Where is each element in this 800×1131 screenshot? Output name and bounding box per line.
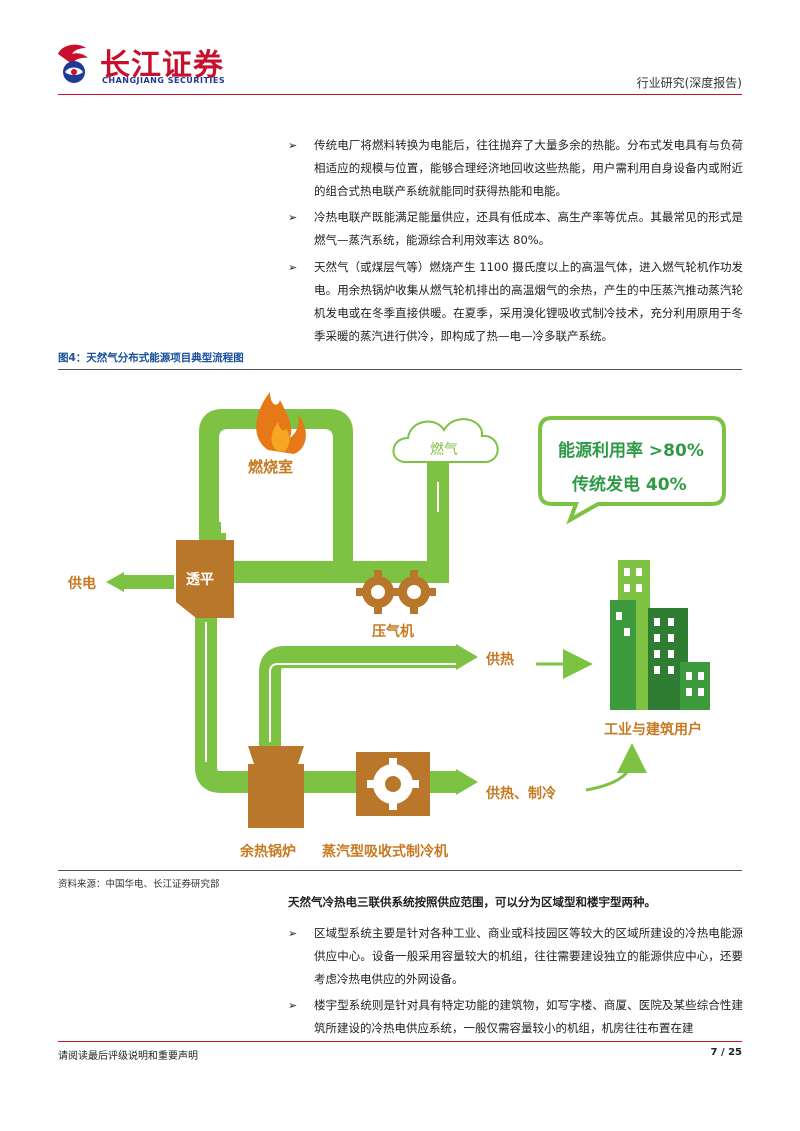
- flow-diagram: 燃烧室 燃气 能源利用率 >80% 传统发电 40% 透平 供电 压气机 供热: [67, 392, 726, 860]
- bullet-item: ➢ 楼宇型系统则是针对具有特定功能的建筑物，如写字楼、商厦、医院及某些综合性建筑所…: [288, 994, 743, 1040]
- bullet-arrow-icon: ➢: [288, 139, 298, 152]
- compressor-gear-icon: [356, 570, 436, 614]
- heat-pipe-inner: [269, 663, 456, 742]
- figure-caption: 图4：天然气分布式能源项目典型流程图: [58, 352, 244, 364]
- bullet-text: 天然气（或煤层气等）燃烧产生 1100 摄氏度以上的高温气体，进入燃气轮机作功发…: [314, 260, 743, 343]
- efficiency-bubble: [538, 416, 726, 525]
- heat-arrow-head: [456, 644, 478, 670]
- flame-icon: [256, 392, 306, 454]
- bullet-arrow-icon: ➢: [288, 261, 298, 274]
- label-compressor: 压气机: [372, 623, 414, 640]
- boiler-block: [248, 746, 304, 828]
- gas-pipe: [378, 444, 449, 583]
- bullet-text: 区域型系统主要是针对各种工业、商业或科技园区等较大的区域所建设的冷热电能源供应中…: [314, 926, 743, 986]
- buildings-icon: [610, 560, 710, 710]
- bullet-item: ➢ 传统电厂将燃料转换为电能后，往往抛弃了大量多余的热能。分布式发电具有与负荷相适…: [288, 134, 743, 203]
- page-number: 7 / 25: [710, 1047, 743, 1058]
- logo-chinese-text: 长江证券: [100, 48, 224, 83]
- section-lead: 天然气冷热电三联供系统按照供应范围，可以分为区域型和楼宇型两种。: [288, 895, 656, 909]
- bullet-text: 传统电厂将燃料转换为电能后，往往抛弃了大量多余的热能。分布式发电具有与负荷相适应…: [314, 138, 743, 198]
- efficiency-line-1: 能源利用率 >80%: [558, 440, 704, 461]
- power-arrow-head: [106, 572, 124, 592]
- figure-bottom-rule: [58, 870, 742, 871]
- efficiency-line-2: 传统发电 40%: [571, 474, 687, 495]
- label-waste-heat-boiler: 余热锅炉: [239, 843, 296, 860]
- figure-source: 资料来源：中国华电、长江证券研究部: [58, 879, 220, 890]
- report-type: 行业研究(深度报告): [636, 76, 742, 90]
- company-logo: 长江证券 CHANGJIANG SECURITIES: [52, 38, 252, 90]
- bullet-arrow-icon: ➢: [288, 211, 298, 224]
- logo-english-text: CHANGJIANG SECURITIES: [102, 76, 226, 85]
- label-combustion-chamber: 燃烧室: [248, 458, 293, 476]
- figure-top-rule: [58, 369, 742, 370]
- bullet-arrow-icon: ➢: [288, 927, 298, 940]
- turbine-block: [176, 540, 234, 618]
- bullet-item: ➢ 区域型系统主要是针对各种工业、商业或科技园区等较大的区域所建设的冷热电能源供应…: [288, 922, 743, 991]
- footer-divider: [58, 1041, 742, 1042]
- steam-arrow-head: [456, 769, 478, 795]
- label-heat-cool-supply: 供热、制冷: [485, 785, 556, 802]
- chiller-block: [356, 752, 430, 816]
- label-absorption-chiller: 蒸汽型吸收式制冷机: [322, 843, 448, 860]
- bullet-arrow-icon: ➢: [288, 999, 298, 1012]
- label-power-supply: 供电: [67, 575, 96, 592]
- label-turbine: 透平: [186, 572, 214, 588]
- bullet-text: 楼宇型系统则是针对具有特定功能的建筑物，如写字楼、商厦、医院及某些综合性建筑所建…: [314, 998, 743, 1035]
- cool-to-users-arrow: [585, 743, 647, 792]
- bullet-item: ➢ 天然气（或煤层气等）燃烧产生 1100 摄氏度以上的高温气体，进入燃气轮机作功…: [288, 256, 743, 348]
- heat-pipe: [259, 646, 456, 752]
- exhaust-pipe: [195, 608, 248, 793]
- bullet-text: 冷热电联产既能满足能量供应，还具有低成本、高生产率等优点。其最常见的形式是燃气—…: [314, 210, 743, 247]
- dragon-emblem-icon: [58, 44, 88, 83]
- cloud-icon: [392, 418, 499, 463]
- bullet-item: ➢ 冷热电联产既能满足能量供应，还具有低成本、高生产率等优点。其最常见的形式是燃气…: [288, 206, 743, 252]
- label-gas: 燃气: [430, 441, 458, 458]
- label-heat-supply: 供热: [485, 651, 514, 668]
- label-users: 工业与建筑用户: [604, 721, 702, 738]
- footer-disclaimer: 请阅读最后评级说明和重要声明: [58, 1051, 198, 1062]
- header-divider: [58, 94, 742, 95]
